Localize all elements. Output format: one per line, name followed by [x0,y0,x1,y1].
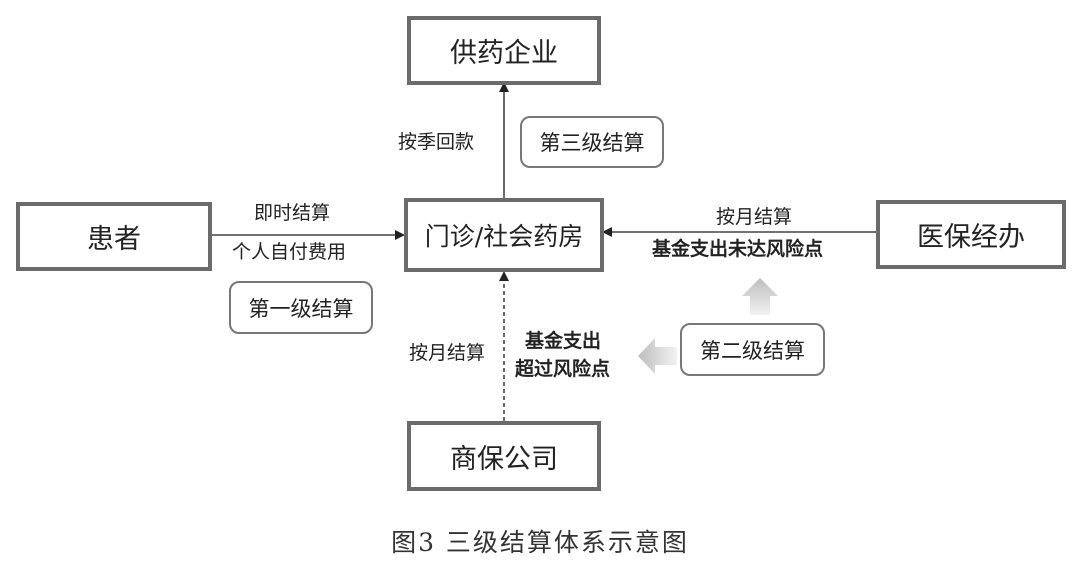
level3-settlement-tag: 第三级结算 [520,116,664,168]
gray-up-arrow [742,278,778,315]
commercial-edge-label-left: 按月结算 [409,342,486,364]
commercial-edge-label-right-1: 基金支出 [525,330,602,352]
patient-edge-label-top: 即时结算 [254,202,331,224]
level1-settlement-tag: 第一级结算 [229,281,373,334]
commercial-insurance-node: 商保公司 [407,421,601,491]
patient-edge-label-bottom: 个人自付费用 [232,241,347,263]
medical-edge-label-top: 按月结算 [716,206,793,228]
supplier-node: 供药企业 [407,16,601,85]
patient-node: 患者 [16,202,212,271]
commercial-edge-label-right-2: 超过风险点 [515,358,611,380]
medical-insurance-node: 医保经办 [876,200,1066,269]
gray-left-arrow [638,338,677,374]
level2-settlement-tag: 第二级结算 [680,323,825,376]
figure-caption: 图3 三级结算体系示意图 [391,528,689,557]
pharmacy-node: 门诊/社会药房 [404,198,604,272]
medical-edge-label-bottom: 基金支出未达风险点 [652,238,824,260]
supplier-edge-label: 按季回款 [398,131,475,153]
